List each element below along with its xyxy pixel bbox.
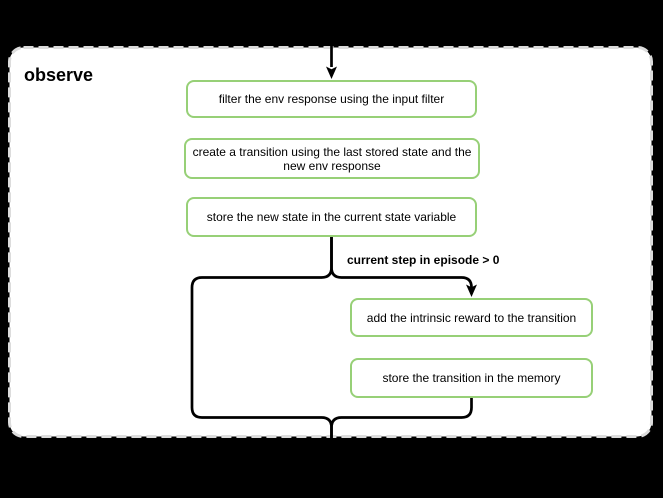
step-box-store-new-state: store the new state in the current state… <box>186 197 477 237</box>
step-box-store-transition-memory: store the transition in the memory <box>350 358 593 398</box>
flow-merge-right-to-exit <box>330 397 473 462</box>
step-box-create-transition: create a transition using the last store… <box>184 138 480 179</box>
flow-branch-left-bypass <box>190 237 333 462</box>
group-title: observe <box>24 65 94 85</box>
flow-branch-right-arrowhead <box>466 284 477 297</box>
step-box-filter-env-response: filter the env response using the input … <box>186 80 477 118</box>
step-box-add-intrinsic-reward: add the intrinsic reward to the transiti… <box>350 298 593 337</box>
condition-label: current step in episode > 0 <box>347 253 500 267</box>
flow-incoming-arrowhead <box>326 66 337 79</box>
flow-branch-right-conditional <box>330 237 473 288</box>
